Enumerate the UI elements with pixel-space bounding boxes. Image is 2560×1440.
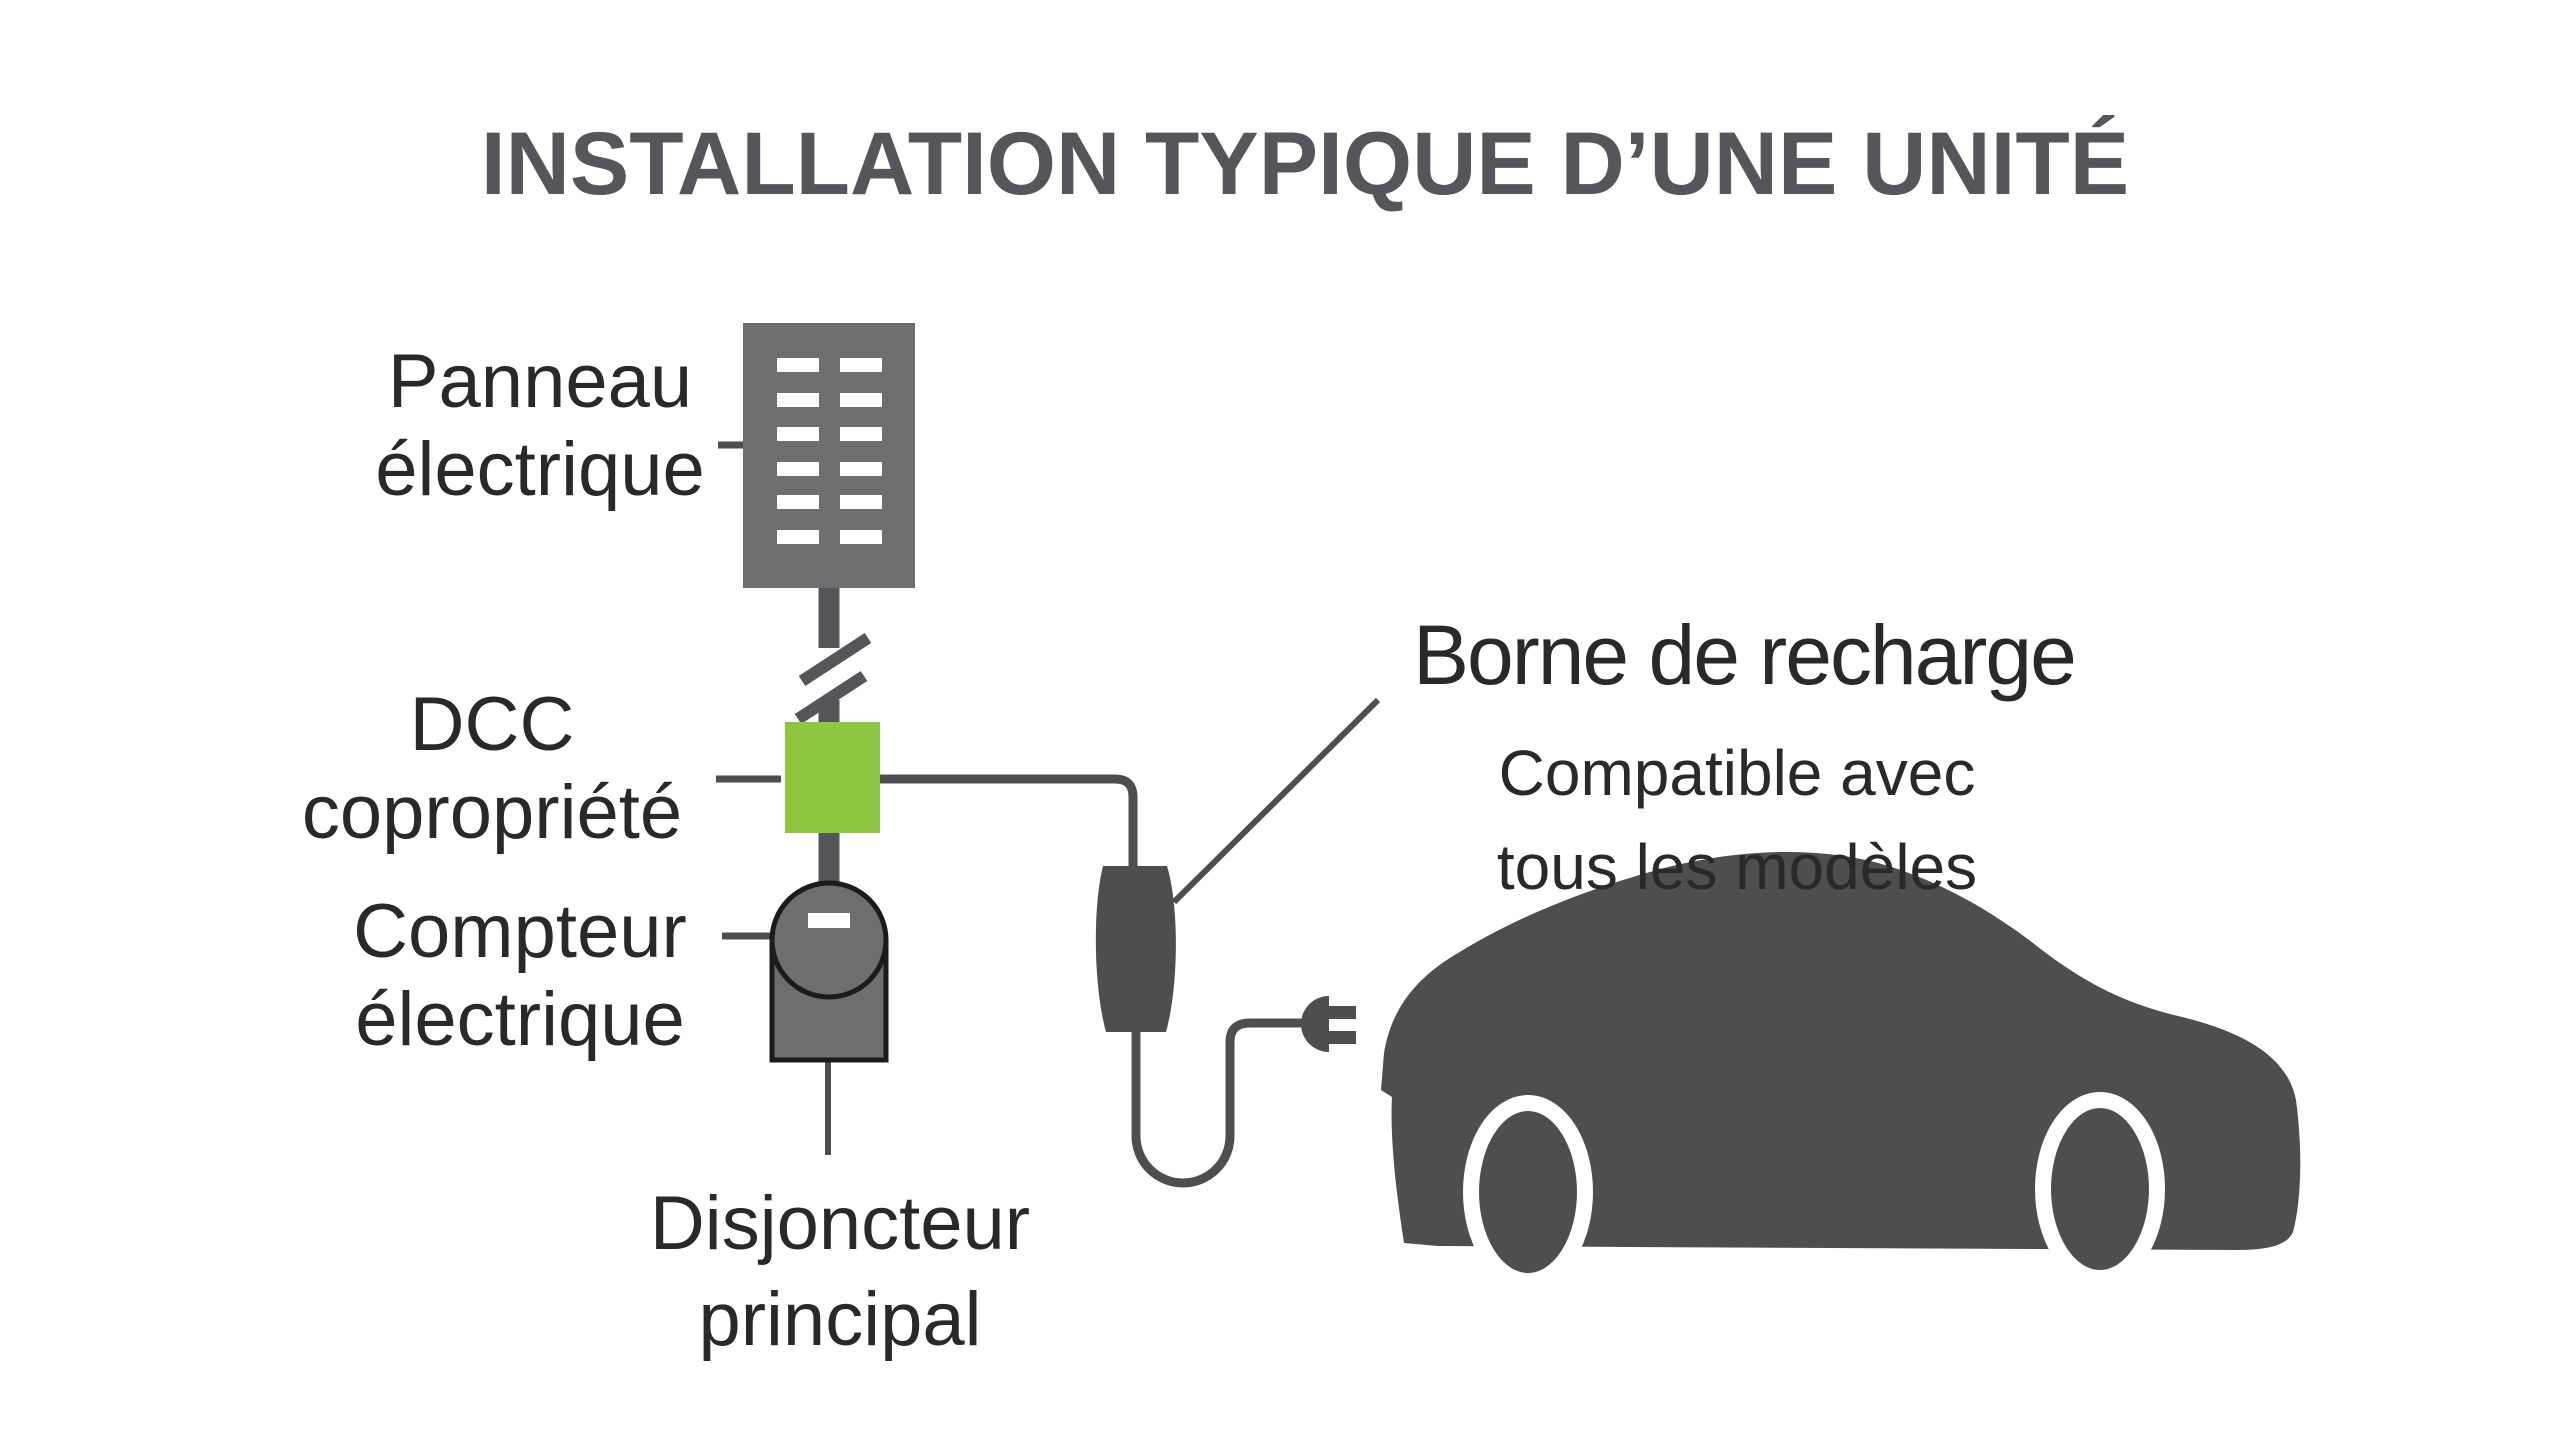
- meter-display: [808, 913, 850, 928]
- label-dcc: DCC copropriété: [142, 681, 842, 857]
- label-line: copropriété: [301, 770, 683, 855]
- electrical-panel-icon: [743, 323, 915, 588]
- panel-breaker-slots: [777, 358, 882, 544]
- label-line: Compteur: [353, 889, 687, 974]
- label-line: électrique: [375, 427, 705, 512]
- label-main-breaker: Disjoncteur principal: [490, 1176, 1190, 1368]
- power-plug-icon: [1301, 996, 1356, 1052]
- electric-meter-icon: [769, 880, 889, 1063]
- label-line: électrique: [355, 977, 685, 1062]
- label-connector-line: [1171, 697, 1381, 905]
- charging-station-icon: [1095, 866, 1176, 1032]
- rear-wheel: [2035, 1092, 2165, 1286]
- label-line: DCC: [409, 682, 575, 767]
- label-electrical-panel: Panneau électrique: [190, 338, 890, 514]
- label-line: Compatible avec: [1498, 737, 1976, 809]
- circuit-break-icon: [794, 588, 872, 890]
- label-charging-station-title: Borne de recharge: [1413, 608, 2077, 702]
- electric-car-icon: [1381, 851, 2301, 1289]
- label-line: Panneau: [387, 339, 693, 424]
- label-electric-meter: Compteur électrique: [170, 888, 870, 1064]
- charging-cable-icon: [1131, 1018, 1304, 1188]
- dcc-box-icon: [785, 722, 880, 833]
- charging-cable-icon: [880, 774, 1138, 866]
- label-line: tous les modèles: [1496, 831, 1978, 903]
- label-line: principal: [698, 1277, 982, 1362]
- front-wheel: [1463, 1095, 1593, 1289]
- label-charging-station-subtitle: Compatible avec tous les modèles: [1412, 726, 2062, 914]
- label-line: Disjoncteur: [649, 1181, 1031, 1266]
- page-title: INSTALLATION TYPIQUE D’UNE UNITÉ: [480, 113, 2130, 213]
